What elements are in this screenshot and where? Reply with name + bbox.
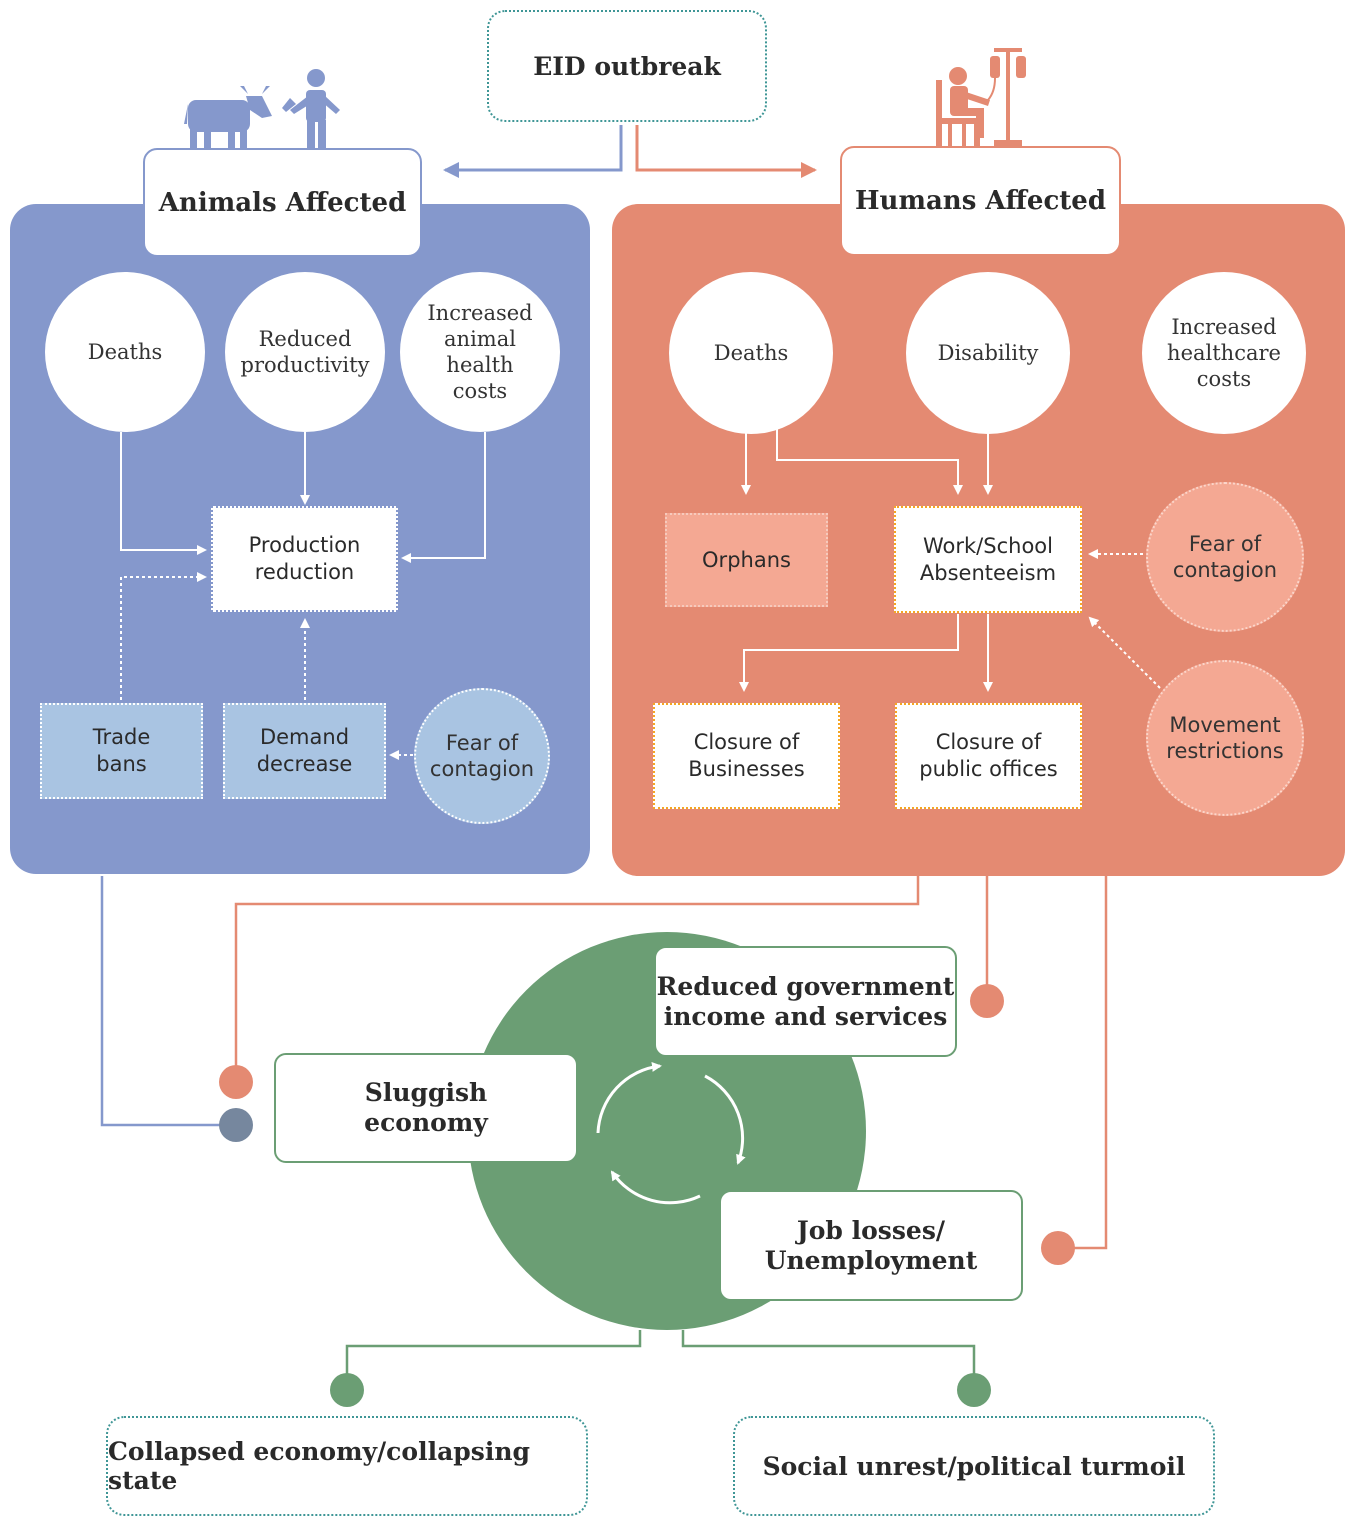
- human-healthcare-costs-circle: Increased healthcare costs: [1142, 272, 1306, 434]
- collapsed-economy-box: Collapsed economy/collapsing state: [106, 1416, 588, 1516]
- closure-businesses-box: Closure of Businesses: [653, 703, 840, 809]
- eid-outbreak-box: EID outbreak: [487, 10, 767, 122]
- human-fear-of-contagion-circle: Fear of contagion: [1146, 482, 1304, 632]
- job-losses-box: Job losses/ Unemployment: [719, 1190, 1023, 1301]
- animals-affected-header: Animals Affected: [143, 148, 422, 257]
- animal-reduced-productivity-circle: Reduced productivity: [225, 272, 385, 432]
- social-unrest-box: Social unrest/political turmoil: [733, 1416, 1215, 1516]
- animal-health-costs-circle: Increased animal health costs: [400, 272, 560, 432]
- human-deaths-circle: Deaths: [669, 272, 833, 434]
- reduced-government-box: Reduced government income and services: [654, 946, 957, 1057]
- animal-deaths-circle: Deaths: [45, 272, 205, 432]
- humans-affected-header: Humans Affected: [840, 146, 1121, 256]
- trade-bans-box: Trade bans: [40, 703, 203, 799]
- absenteeism-box: Work/School Absenteeism: [894, 506, 1082, 613]
- sluggish-economy-box: Sluggish economy: [274, 1053, 578, 1163]
- movement-restrictions-circle: Movement restrictions: [1146, 660, 1304, 816]
- closure-public-offices-box: Closure of public offices: [895, 703, 1082, 809]
- animal-fear-of-contagion-circle: Fear of contagion: [414, 688, 550, 824]
- human-disability-circle: Disability: [906, 272, 1070, 434]
- orphans-box: Orphans: [665, 513, 828, 607]
- production-reduction-box: Production reduction: [211, 506, 398, 612]
- demand-decrease-box: Demand decrease: [223, 703, 386, 799]
